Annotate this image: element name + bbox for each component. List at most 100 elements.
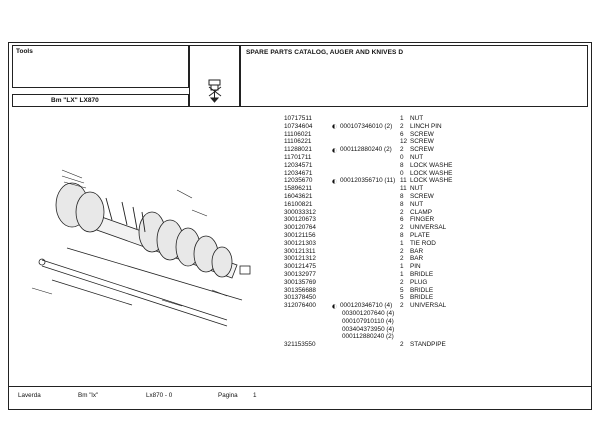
part-desc: SCREW	[410, 138, 434, 146]
part-code: 300033312	[284, 208, 316, 216]
part-qty: 2	[400, 208, 404, 216]
wrench-bolt-icon	[208, 79, 222, 103]
part-desc: SCREW	[410, 130, 434, 138]
footer-page-label: Pagina	[218, 392, 238, 399]
footer-code: Lx870 - 0	[146, 392, 173, 399]
part-ref: 000107346010 (2)	[332, 123, 392, 131]
model-box: Bm "LX" LX870	[12, 94, 189, 107]
part-qty: 6	[400, 216, 404, 224]
part-desc: BRIDLE	[410, 270, 434, 278]
part-code: 300121312	[284, 255, 316, 263]
part-desc: TIE ROD	[410, 239, 436, 247]
substitution-icon	[332, 303, 337, 309]
part-ref-text: 000120346710 (4)	[340, 302, 393, 310]
part-desc: CLAMP	[410, 208, 433, 216]
part-desc: FINGER	[410, 216, 435, 224]
part-qty: 2	[400, 122, 404, 130]
part-code: 300120764	[284, 224, 316, 232]
part-qty: 11	[400, 185, 407, 193]
part-desc: BAR	[410, 247, 424, 255]
part-code: 11288021	[284, 146, 312, 154]
part-desc: PLATE	[410, 231, 430, 239]
part-qty: 11	[400, 177, 407, 185]
part-qty: 1	[400, 263, 404, 271]
part-qty: 2	[400, 341, 404, 349]
catalog-title: SPARE PARTS CATALOG, AUGER AND KNIVES D	[246, 49, 404, 56]
subref-text: 000112880240 (2)	[342, 333, 394, 341]
part-qty: 2	[400, 224, 404, 232]
part-desc: BAR	[410, 255, 424, 263]
part-code: 12034571	[284, 161, 313, 169]
part-qty: 6	[400, 130, 404, 138]
part-ref-text: 000107346010 (2)	[340, 122, 393, 130]
subref-text: 003404373950 (4)	[342, 325, 395, 333]
substitution-icon	[332, 147, 337, 153]
part-qty: 2	[400, 278, 404, 286]
part-ref-text: 000112880240 (2)	[340, 146, 392, 154]
substitution-icon	[332, 179, 337, 184]
tools-label: Tools	[16, 48, 33, 55]
part-desc: NUT	[410, 115, 424, 122]
part-qty: 0	[400, 153, 404, 161]
part-qty: 1	[400, 115, 404, 122]
part-code: 11701711	[284, 153, 312, 161]
part-code: 12034671	[284, 169, 313, 177]
part-code: 321153550	[284, 341, 316, 349]
part-desc: LOCK WASHE	[410, 169, 453, 177]
footer-brand: Laverda	[18, 392, 41, 399]
part-desc: NUT	[410, 200, 424, 208]
part-ref: 000112880240 (2)	[332, 146, 392, 154]
part-code: 300120673	[284, 216, 316, 224]
part-desc: UNIVERSAL	[410, 302, 447, 310]
part-code: 12035670	[284, 177, 313, 185]
part-code: 10734604	[284, 122, 313, 130]
part-qty: 1	[400, 270, 404, 278]
auger-exploded-diagram	[31, 169, 251, 327]
part-qty: 2	[400, 302, 404, 310]
part-desc: BRIDLE	[410, 286, 434, 294]
part-code: 300132977	[284, 270, 316, 278]
part-code: 300121475	[284, 263, 316, 271]
part-code: 300121303	[284, 239, 316, 247]
part-code: 301378450	[284, 294, 316, 302]
footer-divider	[8, 386, 592, 387]
substitution-icon	[332, 124, 337, 129]
part-desc: SCREW	[410, 146, 434, 154]
part-code: 16100821	[284, 200, 313, 208]
part-code: 312076400	[284, 302, 316, 310]
part-qty: 5	[400, 294, 404, 302]
part-qty: 1	[400, 239, 404, 247]
part-desc: UNIVERSAL	[410, 224, 447, 232]
part-ref: 000120346710 (4)	[332, 302, 392, 310]
part-ref-text: 000120356710 (11)	[340, 177, 396, 185]
part-code: 10717511	[284, 115, 312, 122]
part-desc: LINCH PIN	[410, 122, 442, 130]
part-desc: LOCK WASHE	[410, 177, 453, 185]
part-desc: NUT	[410, 185, 424, 193]
part-desc: STANDPIPE	[410, 341, 446, 349]
part-code: 300121156	[284, 231, 316, 239]
part-desc: BRIDLE	[410, 294, 434, 302]
part-desc: LOCK WASHE	[410, 161, 453, 169]
part-qty: 8	[400, 200, 404, 208]
part-code: 300121311	[284, 247, 316, 255]
model-label: Bm "LX" LX870	[51, 97, 99, 104]
part-desc: SCREW	[410, 192, 434, 200]
part-desc: NUT	[410, 153, 424, 161]
part-qty: 2	[400, 247, 404, 255]
part-qty: 0	[400, 169, 404, 177]
catalog-title-box: SPARE PARTS CATALOG, AUGER AND KNIVES D	[240, 45, 588, 107]
part-qty: 8	[400, 192, 404, 200]
page-frame	[8, 42, 592, 410]
part-code: 300135769	[284, 278, 316, 286]
footer-page-number: 1	[253, 392, 257, 399]
subref-text: 000107910110 (4)	[342, 317, 394, 325]
part-qty: 8	[400, 231, 404, 239]
part-qty: 5	[400, 286, 404, 294]
part-qty: 8	[400, 161, 404, 169]
part-desc: PLUG	[410, 278, 428, 286]
footer-model: Bm "lx"	[78, 392, 99, 399]
tool-icon-box	[189, 45, 240, 107]
tools-box: Tools	[12, 45, 189, 88]
subref-text: 003001207640 (4)	[342, 309, 395, 317]
